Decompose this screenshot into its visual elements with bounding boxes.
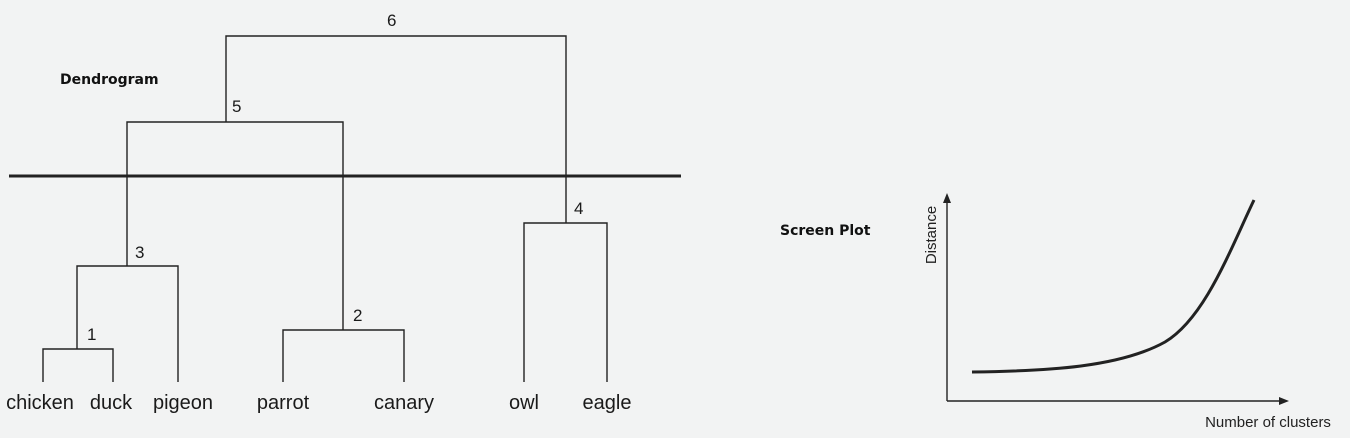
leaf-canary: canary <box>374 392 434 414</box>
merge-link-4 <box>523 222 608 382</box>
scree-curve <box>971 199 1256 374</box>
dendrogram-title: Dendrogram <box>60 72 159 88</box>
y-axis-arrowhead <box>943 193 951 203</box>
leaf-eagle: eagle <box>583 392 632 414</box>
leaf-parrot: parrot <box>257 392 310 414</box>
merge-link-5 <box>126 121 344 330</box>
leaf-chicken: chicken <box>6 392 74 414</box>
x-axis-arrowhead <box>1279 397 1289 405</box>
merge-number-4: 4 <box>574 199 583 218</box>
merge-link-1 <box>42 348 114 382</box>
merge-number-5: 5 <box>232 97 241 116</box>
leaf-duck: duck <box>90 392 133 414</box>
merge-link-3 <box>76 265 179 382</box>
merge-number-1: 1 <box>87 325 96 344</box>
leaf-owl: owl <box>509 392 539 414</box>
merge-number-3: 3 <box>135 243 144 262</box>
scree-plot-title: Screen Plot <box>780 223 871 239</box>
merge-number-6: 6 <box>387 11 396 30</box>
merge-link-2 <box>282 329 405 382</box>
y-axis-label: Distance <box>923 206 940 264</box>
scree-axes <box>946 198 1284 402</box>
dendrogram-tree <box>42 35 608 382</box>
merge-number-2: 2 <box>353 306 362 325</box>
leaf-pigeon: pigeon <box>153 392 213 414</box>
x-axis-label: Number of clusters <box>1205 414 1331 431</box>
merge-link-6 <box>225 35 567 223</box>
